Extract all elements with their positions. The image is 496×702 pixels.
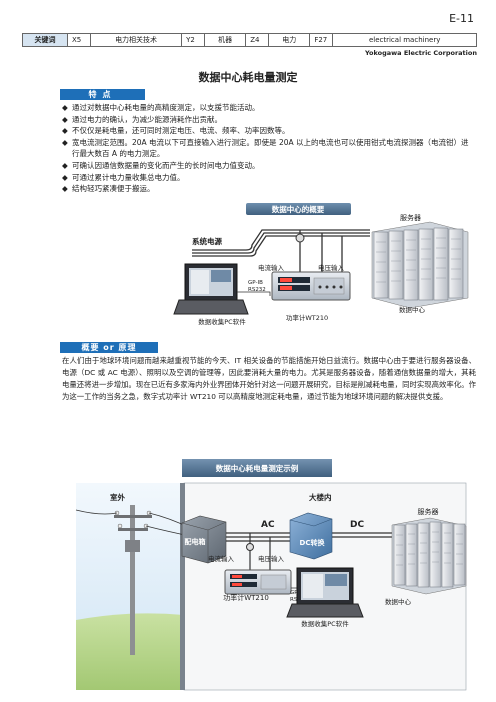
ac-label: AC bbox=[261, 520, 275, 530]
diamond-bullet-icon: ◆ bbox=[62, 114, 68, 124]
diamond-bullet-icon: ◆ bbox=[62, 103, 68, 112]
example-title: 数据中心耗电量测定示例 bbox=[216, 463, 299, 473]
diamond-bullet-icon: ◆ bbox=[62, 126, 68, 136]
features-section-tab: 特点 bbox=[60, 89, 145, 100]
pc-software-label: 数据收集PC软件 bbox=[198, 317, 246, 326]
corporation-name: Yokogawa Electric Corporation bbox=[364, 49, 477, 57]
feature-item: ◆结构轻巧紧凑便于搬运。 bbox=[62, 184, 155, 194]
diamond-bullet-icon: ◆ bbox=[62, 184, 68, 194]
power-meter-icon bbox=[271, 271, 351, 301]
current-clamp-icon bbox=[295, 233, 305, 243]
pc-software-label: 数据收集PC软件 bbox=[301, 619, 349, 628]
server-rack-group bbox=[371, 221, 469, 309]
comm-cable bbox=[237, 291, 271, 296]
gpib-label: GP-IB bbox=[248, 280, 263, 286]
keyword-value: 机器 bbox=[204, 33, 247, 47]
system-power-label: 系统电源 bbox=[192, 236, 222, 246]
diamond-bullet-icon: ◆ bbox=[62, 137, 68, 147]
voltage-input-label: 电压输入 bbox=[258, 554, 285, 563]
meter-label: 功率计WT210 bbox=[286, 313, 328, 322]
current-input-label: 电流输入 bbox=[208, 554, 235, 563]
distribution-box-icon bbox=[181, 515, 227, 564]
feature-item: ◆通过电力的确认，为减少能源消耗作出贡献。 bbox=[62, 114, 222, 124]
feature-item: ◆不仅仅是耗电量，还可同时测定电压、电流、频率、功率因数等。 bbox=[62, 126, 290, 136]
keyword-value: electrical machinery bbox=[332, 33, 477, 47]
dc-converter-label: DC转换 bbox=[300, 538, 326, 547]
overview-paragraph: 在人们由于地球环境问题而越来越重视节能的今天、IT 相关设备的节能措施开始日益流… bbox=[62, 356, 476, 402]
feature-item: ◆可确认因通信数据量的变化而产生的长时间电力值变动。 bbox=[62, 160, 260, 170]
power-cable bbox=[226, 532, 392, 570]
keyword-head: 关键词 bbox=[22, 33, 68, 47]
example-title-bar bbox=[182, 459, 332, 477]
dc-label: DC bbox=[350, 520, 364, 530]
servers-label: 服务器 bbox=[400, 213, 421, 222]
overview-title: 数据中心的概要 bbox=[272, 204, 325, 214]
servers-label: 服务器 bbox=[418, 507, 439, 516]
page-title: 数据中心耗电量测定 bbox=[198, 71, 298, 84]
feature-item: ◆宽电流测定范围。20A 电流以下可直接输入进行测定。即使是 20A 以上的电流… bbox=[62, 137, 469, 159]
datacenter-label: 数据中心 bbox=[399, 305, 426, 314]
overview-section-tab: 概要 or 原理 bbox=[60, 342, 158, 353]
feature-item: ◆可通过累计电力量收集总电力值。 bbox=[62, 172, 185, 182]
diamond-bullet-icon: ◆ bbox=[62, 172, 68, 182]
overview-title-bar bbox=[246, 203, 351, 215]
voltage-input-label: 电压输入 bbox=[318, 263, 345, 272]
laptop-pc-icon bbox=[286, 567, 364, 618]
distribution-label: 配电箱 bbox=[185, 537, 206, 546]
keyword-table: 关键词 X5 电力相关技术 Y2 机器 Z4 电力 F27 electrical… bbox=[22, 33, 477, 47]
outdoor-label: 室外 bbox=[110, 492, 125, 502]
current-clamp-icon bbox=[246, 543, 254, 551]
meter-label: 功率计WT210 bbox=[223, 593, 269, 602]
feature-list: ◆通过对数据中心耗电量的高精度测定，以支援节能活动。 ◆通过电力的确认，为减少能… bbox=[62, 102, 474, 195]
feature-item: ◆通过对数据中心耗电量的高精度测定，以支援节能活动。 bbox=[62, 103, 260, 112]
keyword-code: X5 bbox=[67, 33, 91, 47]
keyword-value: 电力 bbox=[268, 33, 311, 47]
keyword-code: F27 bbox=[309, 33, 334, 47]
datacenter-label: 数据中心 bbox=[385, 597, 412, 606]
indoor-label: 大楼内 bbox=[309, 492, 332, 502]
laptop-pc-icon bbox=[173, 263, 249, 315]
page-number: E-11 bbox=[449, 12, 474, 25]
dc-converter-icon bbox=[289, 512, 333, 560]
rs232-label: RS232 bbox=[248, 287, 266, 293]
keyword-value: 电力相关技术 bbox=[89, 33, 183, 47]
power-meter-icon bbox=[224, 569, 292, 595]
diamond-bullet-icon: ◆ bbox=[62, 160, 68, 170]
current-input-label: 电流输入 bbox=[258, 263, 285, 272]
building-wall bbox=[180, 483, 185, 690]
server-rack-group bbox=[391, 517, 467, 595]
